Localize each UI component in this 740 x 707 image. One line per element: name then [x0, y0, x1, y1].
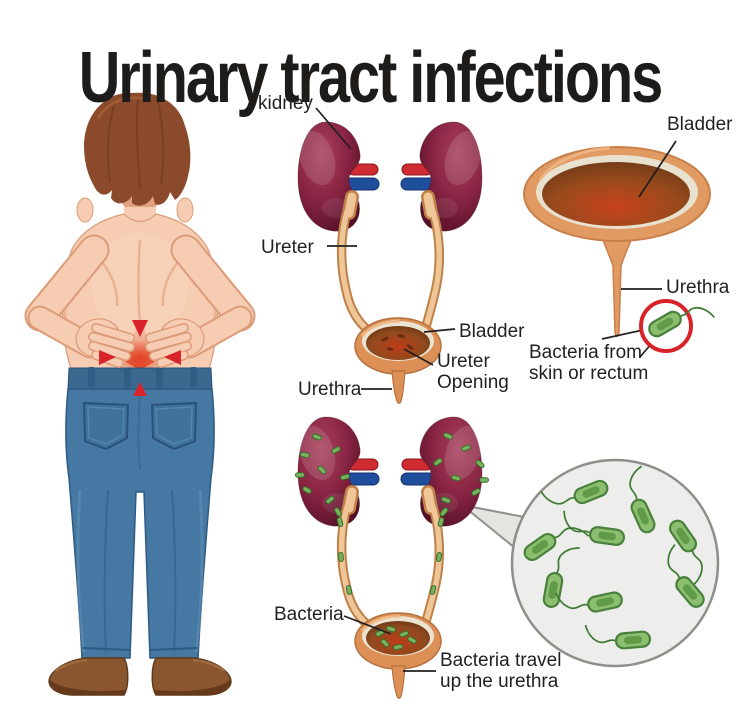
label-bacteria: Bacteria [274, 604, 344, 625]
jeans [65, 367, 215, 659]
page-title: Urinary tract infections [78, 38, 664, 119]
label-bacteria-travel: Bacteria travel up the urethra [440, 650, 562, 693]
pain-arrows [99, 320, 181, 396]
leader-line [638, 140, 677, 198]
leader-line [403, 348, 434, 366]
ureter-openings [381, 334, 414, 351]
arms [24, 234, 256, 359]
magnifier-circle [510, 458, 720, 668]
hair [84, 92, 191, 206]
leader-line [315, 107, 352, 150]
label-ureter: Ureter [261, 237, 314, 258]
upper-urinary-diagram [292, 122, 488, 403]
leader-line [601, 329, 644, 340]
hands [75, 318, 205, 368]
leader-line [423, 328, 456, 333]
label-bladder-upper: Bladder [459, 321, 525, 342]
leader-line [343, 615, 392, 635]
label-kidney: kidney [258, 93, 313, 114]
bacteria-magnifier [461, 458, 720, 668]
leader-lines [315, 107, 677, 672]
man-illustration [24, 92, 256, 696]
left-ear [76, 197, 94, 223]
label-urethra-funnel: Urethra [666, 277, 730, 298]
funnel-bladder-diagram [523, 146, 711, 338]
label-ureter-opening: Ureter Opening [437, 351, 509, 394]
circled-bacterium [639, 293, 716, 353]
label-bacteria-source: Bacteria from skin or rectum [529, 342, 649, 385]
shoes [48, 657, 232, 696]
label-urethra-upper: Urethra [298, 379, 362, 400]
label-bladder-funnel: Bladder [667, 114, 733, 135]
right-ear [176, 197, 194, 223]
waistband [67, 367, 213, 390]
funnel-urethra [599, 233, 635, 338]
